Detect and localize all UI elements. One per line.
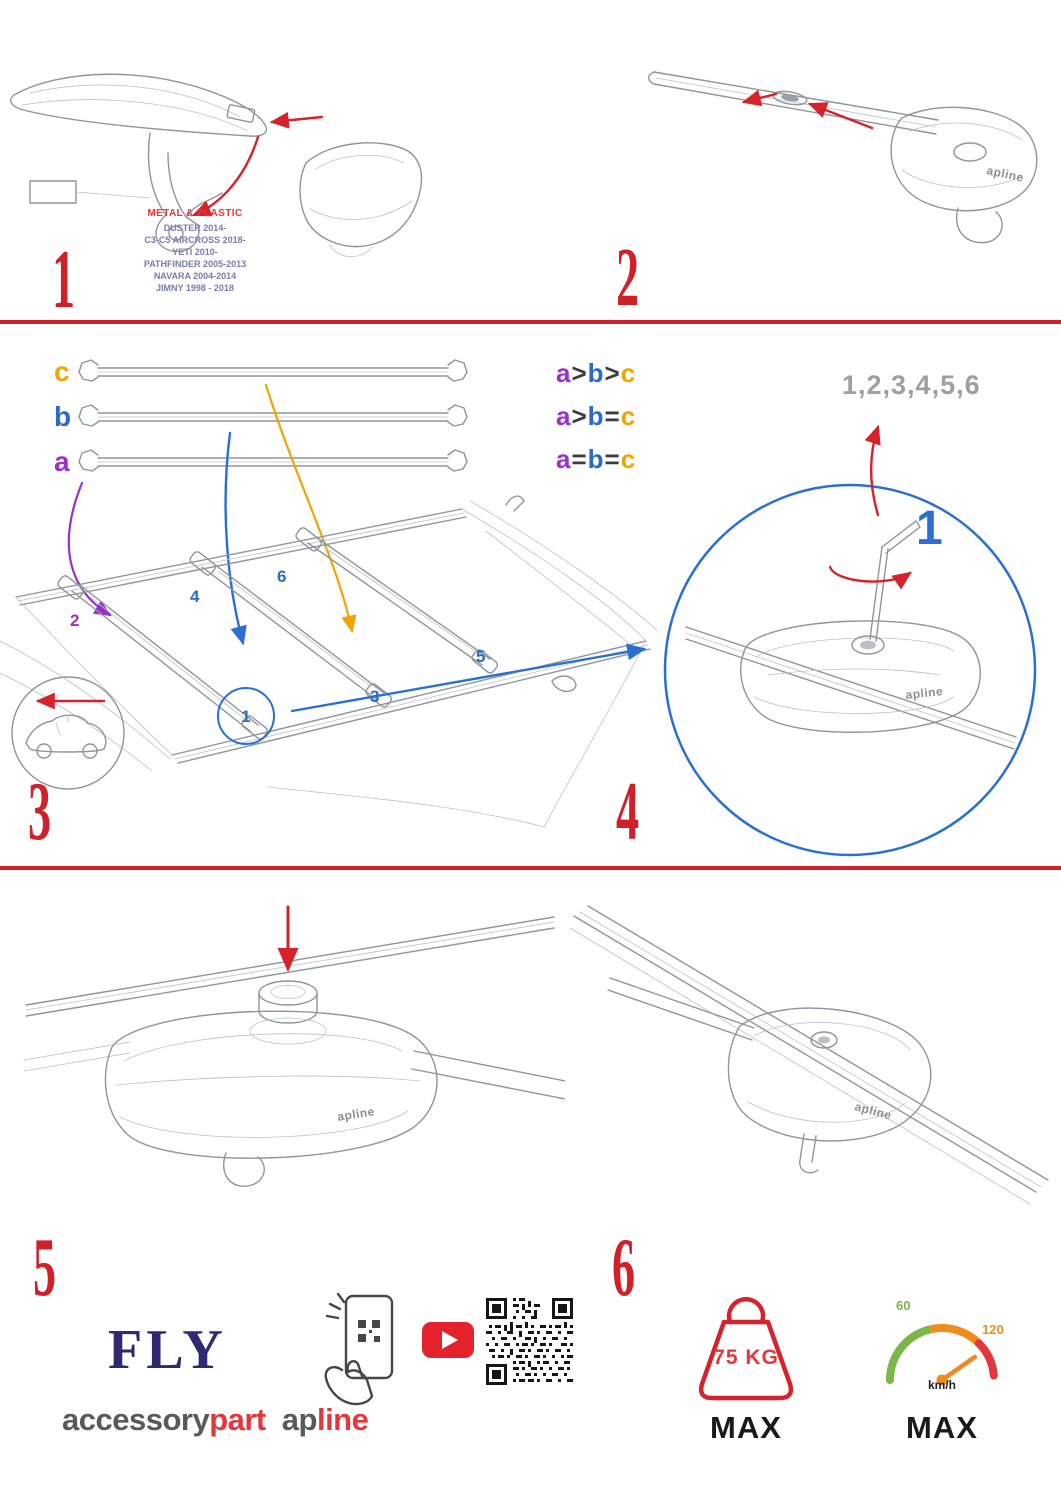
step2-bar-slot-drawing: apline bbox=[648, 71, 1038, 244]
step6-mounted-foot-drawing: apline bbox=[569, 905, 1049, 1205]
legend-op: > bbox=[571, 401, 588, 431]
section-divider-top bbox=[0, 320, 1061, 324]
brand-ap: ap bbox=[281, 1402, 318, 1437]
speed-low-label: 60 bbox=[896, 1298, 911, 1313]
model-item: C3-C5 AIRCROSS 2018- bbox=[144, 235, 246, 245]
bar-label-a: a bbox=[54, 446, 70, 477]
legend-op: = bbox=[571, 444, 588, 474]
position-6: 6 bbox=[277, 567, 287, 586]
brand-part: part bbox=[209, 1402, 266, 1437]
position-1-circle: 1 bbox=[217, 687, 275, 745]
legend-c: c bbox=[620, 358, 637, 388]
position-3: 3 bbox=[370, 687, 380, 706]
legend-row: a>b=c bbox=[556, 401, 636, 444]
legend-c: c bbox=[620, 444, 637, 474]
speed-limit-icon bbox=[886, 1324, 998, 1386]
step1-foot-clamp-drawing bbox=[9, 73, 423, 257]
brand-accessory: accessory bbox=[62, 1402, 210, 1437]
model-item: YETI 2010- bbox=[172, 247, 218, 257]
model-item: PATHFINDER 2005-2013 bbox=[143, 259, 247, 269]
step-2-number: 2 bbox=[616, 231, 639, 324]
legend-row: a>b>c bbox=[556, 358, 636, 401]
model-list: DUSTER 2014- C3-C5 AIRCROSS 2018- YETI 2… bbox=[95, 222, 295, 294]
length-legend: a>b>c a>b=c a=b=c bbox=[556, 358, 636, 487]
model-item: NAVARA 2004-2014 bbox=[153, 271, 237, 281]
weight-limit-value: 75 KG bbox=[713, 1346, 779, 1369]
position-2: 2 bbox=[70, 611, 80, 630]
model-item: JIMNY 1998 - 2018 bbox=[156, 283, 234, 293]
step5-cap-press-drawing: apline bbox=[23, 905, 565, 1187]
step4-tighten-detail-drawing: apline bbox=[663, 424, 1037, 857]
step-4-number: 4 bbox=[616, 765, 639, 858]
weight-limit-icon bbox=[698, 1297, 794, 1401]
position-4: 4 bbox=[190, 587, 200, 606]
legend-op: > bbox=[571, 358, 588, 388]
youtube-icon bbox=[422, 1322, 474, 1358]
speed-limit-max: MAX bbox=[906, 1410, 978, 1445]
legend-row: a=b=c bbox=[556, 444, 636, 487]
step-5-number: 5 bbox=[33, 1221, 56, 1314]
material-label: METAL & PLASTIC bbox=[147, 208, 243, 219]
legend-c: c bbox=[620, 401, 637, 431]
brand-line: line bbox=[316, 1402, 369, 1437]
step-6-number: 6 bbox=[612, 1221, 635, 1314]
qr-code bbox=[486, 1298, 573, 1385]
weight-limit-max: MAX bbox=[710, 1410, 782, 1445]
legend-b: b bbox=[587, 401, 605, 431]
legend-op: = bbox=[604, 401, 621, 431]
product-name: FLY bbox=[108, 1319, 227, 1381]
model-item: DUSTER 2014- bbox=[163, 223, 227, 233]
legend-b: b bbox=[587, 358, 605, 388]
position-5: 5 bbox=[476, 647, 486, 666]
legend-op: > bbox=[604, 358, 621, 388]
qr-scan-phone-icon bbox=[324, 1292, 394, 1406]
legend-a: a bbox=[556, 358, 572, 388]
step4-callout-1: 1 bbox=[916, 502, 943, 555]
foot-logo-text: apline bbox=[985, 163, 1025, 185]
legend-a: a bbox=[556, 444, 572, 474]
position-1: 1 bbox=[241, 706, 251, 726]
tighten-sequence-label: 1,2,3,4,5,6 bbox=[842, 370, 981, 400]
legend-op: = bbox=[604, 444, 621, 474]
bar-label-c: c bbox=[54, 356, 70, 387]
section-divider-bottom bbox=[0, 866, 1061, 870]
legend-a: a bbox=[556, 401, 572, 431]
step-1-number: 1 bbox=[52, 233, 75, 326]
foot-logo-text: apline bbox=[336, 1104, 375, 1124]
legend-b: b bbox=[587, 444, 605, 474]
speed-unit-label: km/h bbox=[927, 1378, 956, 1392]
speed-high-label: 120 bbox=[982, 1322, 1004, 1337]
bar-label-b: b bbox=[54, 401, 72, 432]
step-3-number: 3 bbox=[28, 765, 51, 858]
foot-logo-text: apline bbox=[905, 684, 944, 702]
